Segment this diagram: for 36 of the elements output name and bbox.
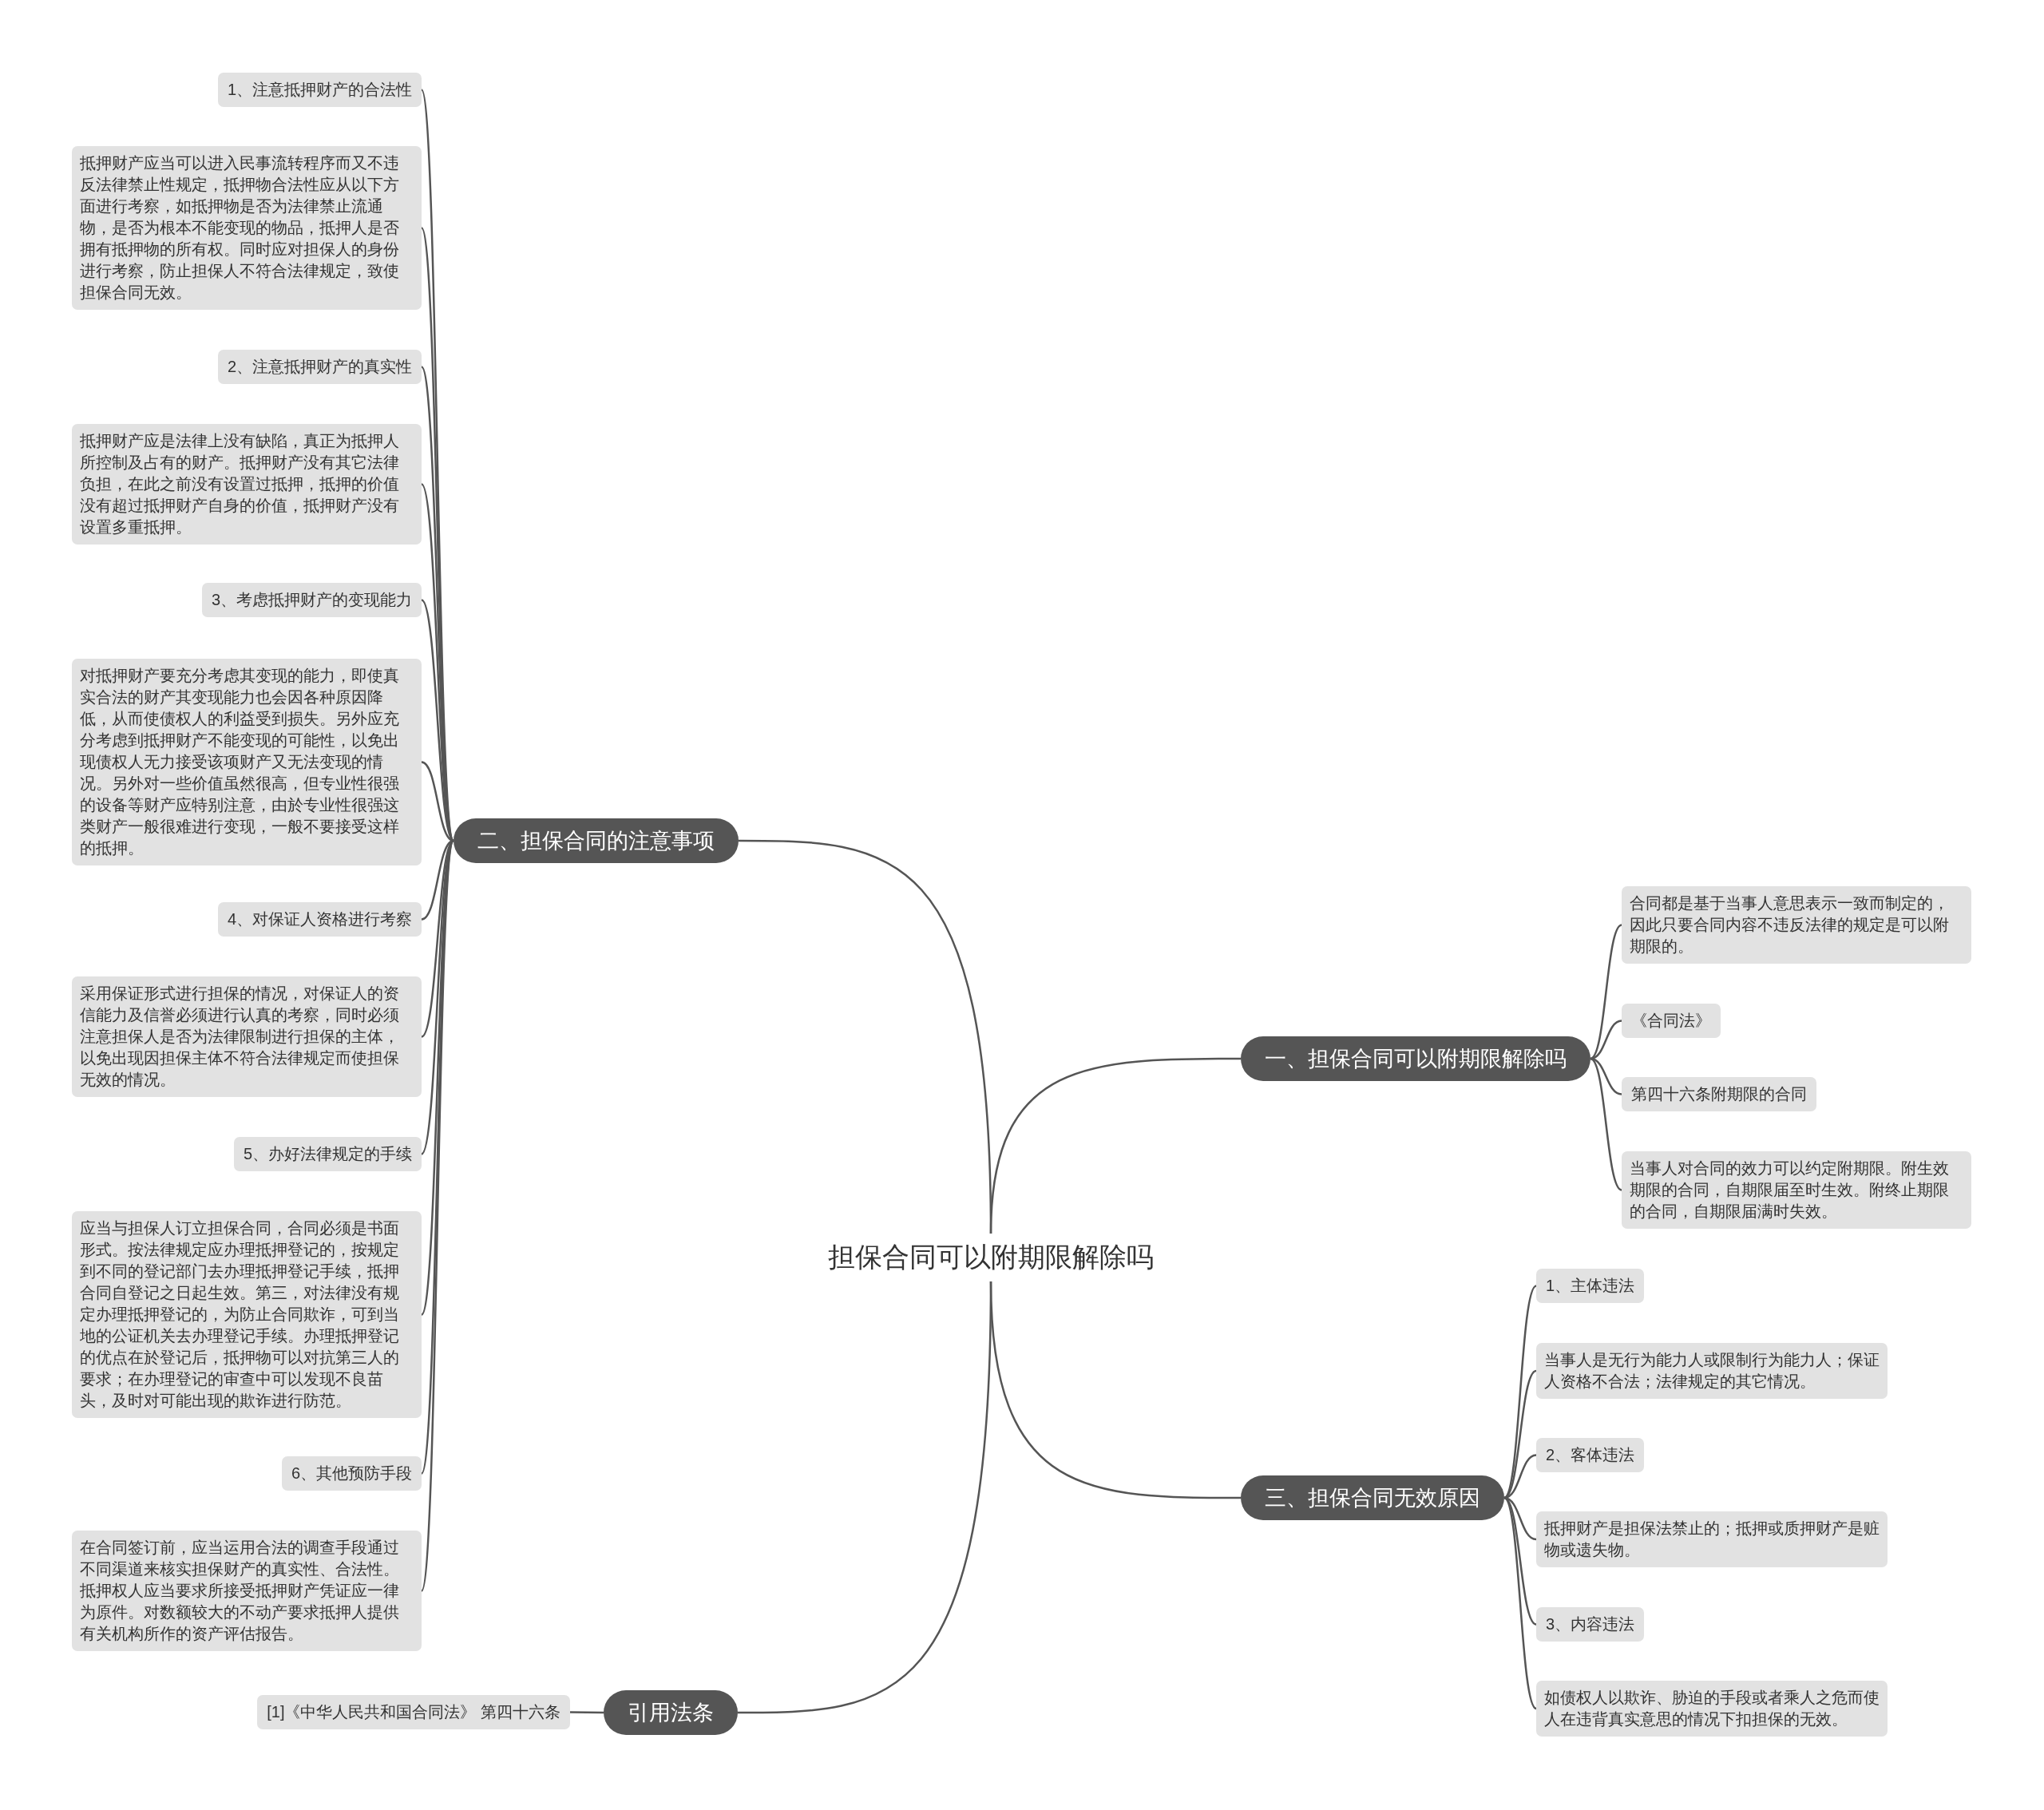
note-card: 对抵押财产要充分考虑其变现的能力，即使真实合法的财产其变现能力也会因各种原因降低，从而使债权人的利益受到损失。另外应充分考虑到抵押财产不能变现的可能性，以免出现债权人无力接受该项财产又无法变现的情况。另外对一些价值虽然很高，但专业性很强的设备等财产应特别注意，由於专业性很强这类财产一般很难进行变现，一般不要接受这样的抵押。	[72, 659, 422, 865]
connector	[1503, 1497, 1537, 1709]
subtopic-label: 2、注意抵押财产的真实性	[217, 350, 422, 384]
connector	[1590, 924, 1622, 1059]
connector	[1590, 1057, 1622, 1095]
connector	[570, 1711, 604, 1714]
note-card: 当事人对合同的效力可以约定附期限。附生效期限的合同，自期限届至时生效。附终止期限的合同，自期限届满时失效。	[1622, 1151, 1971, 1229]
subtopic-label: 3、内容违法	[1536, 1607, 1645, 1642]
subtopic-label: [1]《中华人民共和国合同法》 第四十六条	[257, 1695, 570, 1729]
subtopic-label: 4、对保证人资格进行考察	[217, 902, 422, 937]
note-card: 合同都是基于当事人意思表示一致而制定的，因此只要合同内容不违反法律的规定是可以附期限的。	[1622, 886, 1971, 964]
topic-pill: 一、担保合同可以附期限解除吗	[1241, 1036, 1590, 1081]
subtopic-label: 第四十六条附期限的合同	[1622, 1077, 1816, 1111]
note-card: 当事人是无行为能力人或限制行为能力人；保证人资格不合法；法律规定的其它情况。	[1536, 1343, 1888, 1399]
connector	[989, 1057, 1241, 1234]
note-card: 如债权人以欺诈、胁迫的手段或者乘人之危而使人在违背真实意思的情况下扣担保的无效。	[1536, 1681, 1888, 1737]
topic-pill: 三、担保合同无效原因	[1241, 1475, 1504, 1520]
subtopic-label: 2、客体违法	[1536, 1438, 1645, 1472]
topic-pill: 二、担保合同的注意事项	[454, 818, 739, 863]
note-card: 抵押财产应是法律上没有缺陷，真正为抵押人所控制及占有的财产。抵押财产没有其它法律负担，在此之前没有设置过抵押，抵押的价值没有超过抵押财产自身的价值，抵押财产没有设置多重抵押。	[72, 424, 422, 545]
subtopic-label: 5、办好法律规定的手续	[233, 1137, 422, 1171]
subtopic-label: 1、注意抵押财产的合法性	[217, 73, 422, 107]
note-card: 抵押财产是担保法禁止的；抵押或质押财产是赃物或遗失物。	[1536, 1511, 1888, 1567]
subtopic-label: 3、考虑抵押财产的变现能力	[201, 583, 422, 617]
central-topic: 担保合同可以附期限解除吗	[823, 1234, 1159, 1281]
subtopic-label: 6、其他预防手段	[281, 1456, 422, 1491]
connector	[1590, 1058, 1622, 1191]
connector	[1590, 1020, 1622, 1060]
connector	[738, 1281, 992, 1714]
note-card: 抵押财产应当可以进入民事流转程序而又不违反法律禁止性规定，抵押物合法性应从以下方面进行考察，如抵押物是否为法律禁止流通物，是否为根本不能变现的物品，抵押人是否拥有抵押物的所有权。同时应对担保人的身份进行考察，防止担保人不符合法律规定，致使担保合同无效。	[72, 146, 422, 310]
topic-pill: 引用法条	[604, 1690, 738, 1735]
note-card: 采用保证形式进行担保的情况，对保证人的资信能力及信誉必须进行认真的考察，同时必须注意担保人是否为法律限制进行担保的主体，以免出现因担保主体不符合法律规定而使担保无效的情况。	[72, 976, 422, 1097]
note-card: 应当与担保人订立担保合同，合同必须是书面形式。按法律规定应办理抵押登记的，按规定到不同的登记部门去办理抵押登记手续，抵押合同自登记之日起生效。第三，对法律没有规定办理抵押登记的，为防止合同欺诈，可到当地的公证机关去办理登记手续。办理抵押登记的优点在於登记后，抵押物可以对抗第三人的要求；在办理登记的审查中可以发现不良苗头，及时对可能出现的欺诈进行防范。	[72, 1211, 422, 1418]
note-card: 在合同签订前，应当运用合法的调查手段通过不同渠道来核实担保财产的真实性、合法性。抵押权人应当要求所接受抵押财产凭证应一律为原件。对数额较大的不动产要求抵押人提供有关机构所作的资产评估报告。	[72, 1531, 422, 1651]
subtopic-label: 1、主体违法	[1536, 1269, 1645, 1303]
subtopic-label: 《合同法》	[1622, 1004, 1721, 1038]
